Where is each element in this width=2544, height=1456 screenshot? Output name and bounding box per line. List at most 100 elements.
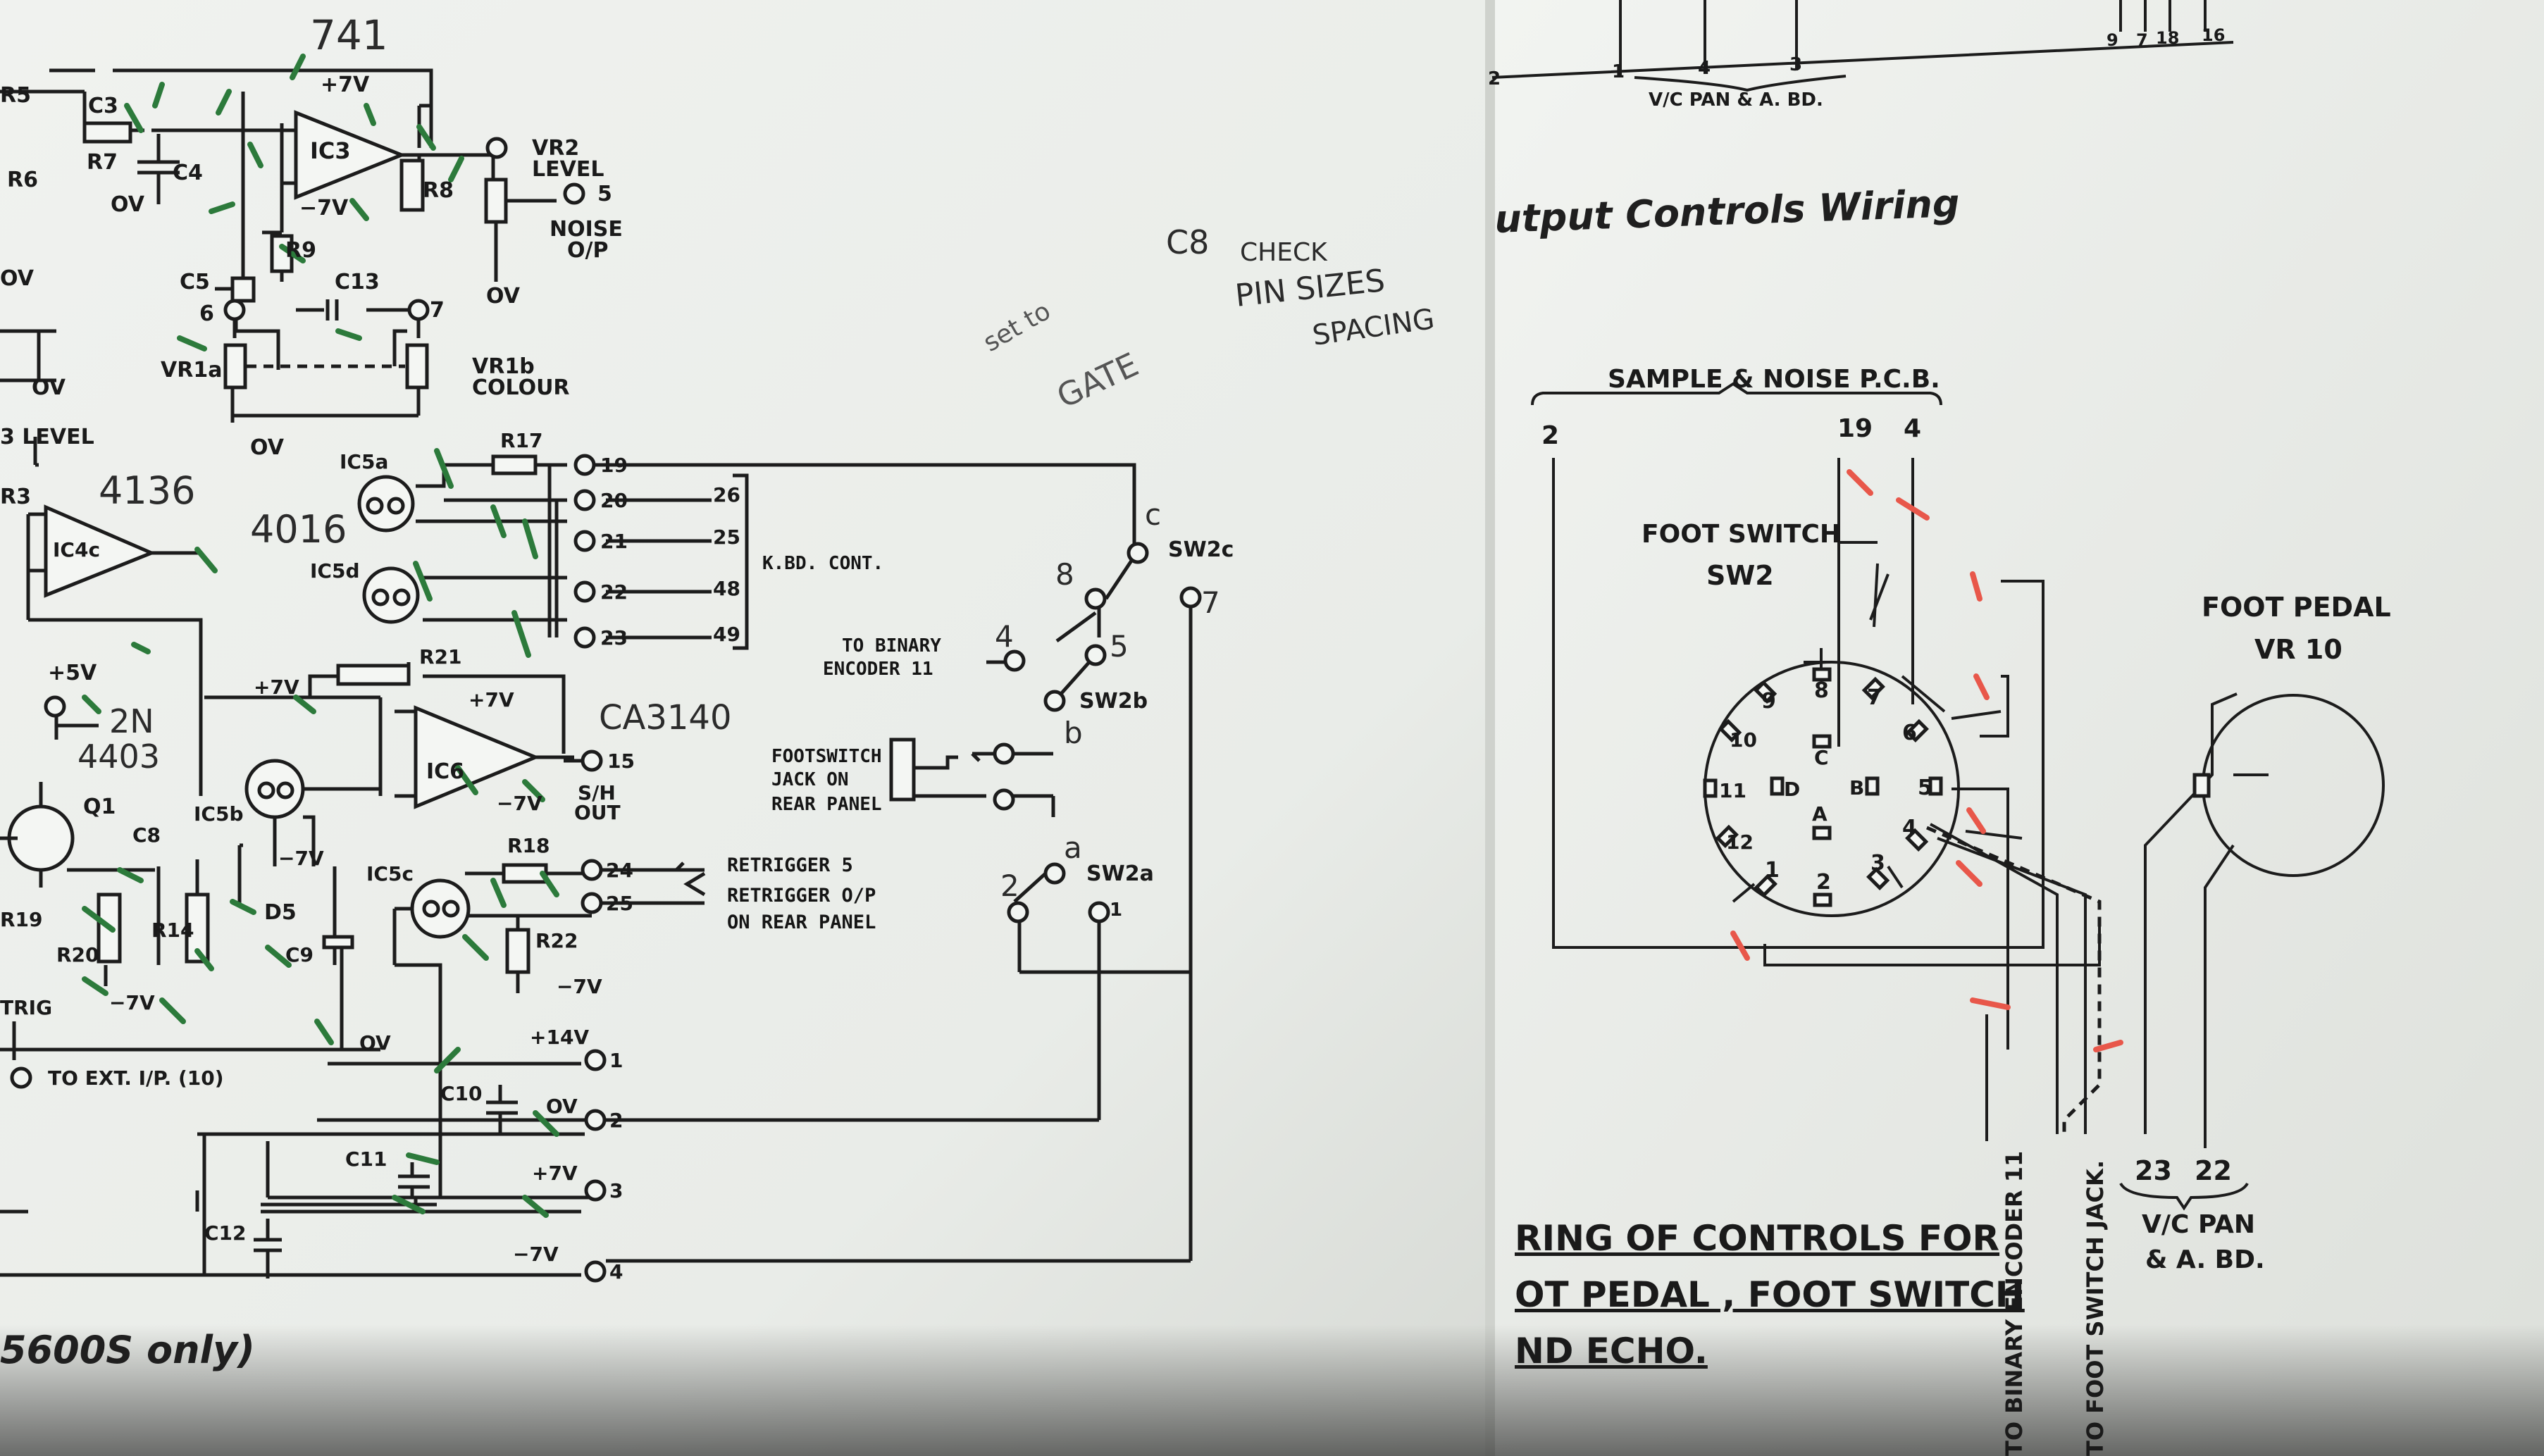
din-pin-2: 2 bbox=[1816, 870, 1831, 895]
colour-label: COLOUR bbox=[472, 375, 570, 400]
term-21: 21 bbox=[600, 530, 628, 553]
vr1a-label: VR1a bbox=[161, 358, 222, 382]
rear-panel-label: ON REAR PANEL bbox=[727, 911, 876, 933]
r14-label: R14 bbox=[151, 919, 194, 942]
term-23: 23 bbox=[600, 626, 628, 649]
vc-pan-label: V/C PAN bbox=[2142, 1210, 2255, 1239]
c5-label: C5 bbox=[180, 270, 210, 294]
green-check-marks bbox=[82, 54, 559, 1218]
plus7v-label-b: +7V bbox=[254, 676, 299, 699]
term-25: 25 bbox=[606, 892, 633, 915]
din-pin-b: B bbox=[1849, 776, 1864, 799]
encoder-label: ENCODER 11 bbox=[823, 659, 933, 680]
left-schematic bbox=[0, 54, 1202, 1283]
r6-label: R6 bbox=[7, 168, 38, 192]
right-page bbox=[1492, 0, 2544, 1456]
page-gutter bbox=[1485, 0, 1495, 1456]
top-pin-18: 18 bbox=[2156, 28, 2179, 48]
r19-label: R19 bbox=[0, 908, 43, 931]
minus7v-label-c: −7V bbox=[278, 847, 324, 870]
ic5c-label: IC5c bbox=[366, 862, 414, 885]
c10-label: C10 bbox=[440, 1082, 483, 1105]
model-note: 5600S only) bbox=[0, 1328, 255, 1372]
din-pin-12: 12 bbox=[1726, 830, 1754, 854]
right-wiring bbox=[1491, 0, 2385, 1211]
pedal-pin-22: 22 bbox=[2195, 1155, 2232, 1186]
top-pin-16: 16 bbox=[2202, 25, 2225, 45]
top-pin-9: 9 bbox=[2106, 30, 2118, 50]
pedal-wiper bbox=[2192, 773, 2211, 798]
ic-4136-note: 4136 bbox=[99, 468, 195, 513]
to-ext-label: TO EXT. I/P. (10) bbox=[48, 1066, 224, 1090]
minus7v-label-e: −7V bbox=[557, 975, 602, 998]
term-20: 20 bbox=[600, 489, 628, 512]
ov-label-e: OV bbox=[250, 435, 285, 460]
din-pin-c: C bbox=[1814, 746, 1829, 769]
pedal-pin-23: 23 bbox=[2135, 1155, 2172, 1186]
pcb-pin-2: 2 bbox=[1541, 421, 1559, 450]
ic5a-label: IC5a bbox=[340, 450, 388, 473]
kbd-25: 25 bbox=[713, 525, 740, 549]
c4-label: C4 bbox=[173, 161, 203, 185]
plus7v-label-c: +7V bbox=[469, 688, 514, 711]
din-pins bbox=[1703, 667, 1943, 907]
left-page bbox=[0, 0, 1497, 1456]
c8-label: C8 bbox=[132, 823, 161, 847]
term-19: 19 bbox=[600, 454, 628, 477]
ic5b-label: IC5b bbox=[194, 802, 244, 826]
red-check-marks bbox=[1730, 469, 2123, 1052]
plus7v-label-d: +7V bbox=[532, 1162, 578, 1185]
level-label: LEVEL bbox=[532, 157, 604, 182]
ov-label-b: OV bbox=[486, 284, 521, 309]
hand-5: 5 bbox=[1110, 629, 1129, 664]
r5-label: R5 bbox=[0, 83, 31, 108]
ic5d-label: IC5d bbox=[310, 559, 360, 583]
ic-741-note: 741 bbox=[310, 11, 388, 59]
plus14v-label: +14V bbox=[530, 1026, 589, 1049]
vr1b-label: VR1b bbox=[472, 354, 535, 379]
term-15: 15 bbox=[607, 749, 635, 773]
op-label: O/P bbox=[567, 238, 608, 263]
foot-pedal-label: FOOT PEDAL bbox=[2202, 592, 2391, 623]
transistor-2n-note: 2N bbox=[109, 702, 154, 740]
abd-label: & A. BD. bbox=[2145, 1245, 2265, 1274]
pcb-pin-19: 19 bbox=[1837, 414, 1873, 443]
ov-label-c: OV bbox=[0, 266, 35, 291]
footswitch-jack-label-3: REAR PANEL bbox=[771, 794, 882, 815]
c3-label: C3 bbox=[88, 94, 118, 118]
minus7v-label-a: −7V bbox=[299, 196, 349, 220]
din-pin-6: 6 bbox=[1902, 721, 1917, 745]
plus7v-label: +7V bbox=[321, 73, 370, 97]
din-pin-d: D bbox=[1784, 778, 1800, 801]
c11-label: C11 bbox=[345, 1147, 387, 1171]
r22-label: R22 bbox=[535, 929, 578, 952]
hand-a: a bbox=[1064, 830, 1082, 865]
term-2: 2 bbox=[609, 1109, 623, 1132]
ic-4016-note: 4016 bbox=[250, 507, 347, 552]
hand-7: 7 bbox=[1201, 585, 1220, 620]
sw2-label: SW2 bbox=[1706, 560, 1774, 591]
hand-2: 2 bbox=[1000, 869, 1019, 903]
top-pin-3: 3 bbox=[1789, 54, 1802, 75]
din-pin-10: 10 bbox=[1730, 728, 1757, 752]
ic4c-label: IC4c bbox=[53, 538, 100, 561]
sh-label: S/H bbox=[578, 781, 616, 804]
check-note: CHECK bbox=[1240, 238, 1328, 267]
plus5v-label: +5V bbox=[48, 661, 97, 685]
ov-label-f: OV bbox=[359, 1031, 391, 1054]
ca3140-note: CA3140 bbox=[599, 698, 732, 738]
top-pin-1: 1 bbox=[1612, 61, 1625, 82]
hand-c: c bbox=[1145, 497, 1161, 532]
noise-label: NOISE bbox=[550, 217, 623, 242]
term-24: 24 bbox=[606, 859, 633, 882]
term-3: 3 bbox=[609, 1179, 623, 1202]
retrigger5-label: RETRIGGER 5 bbox=[727, 854, 853, 876]
footswitch-jack-label-1: FOOTSWITCH bbox=[771, 746, 882, 767]
top-pin-7: 7 bbox=[2136, 30, 2148, 50]
r20-label: R20 bbox=[56, 943, 99, 966]
term-4: 4 bbox=[609, 1260, 623, 1283]
foot-switch-label: FOOT SWITCH bbox=[1642, 520, 1841, 549]
caption-line-3: ND ECHO. bbox=[1515, 1331, 1708, 1371]
pin6-label: 6 bbox=[199, 301, 214, 326]
